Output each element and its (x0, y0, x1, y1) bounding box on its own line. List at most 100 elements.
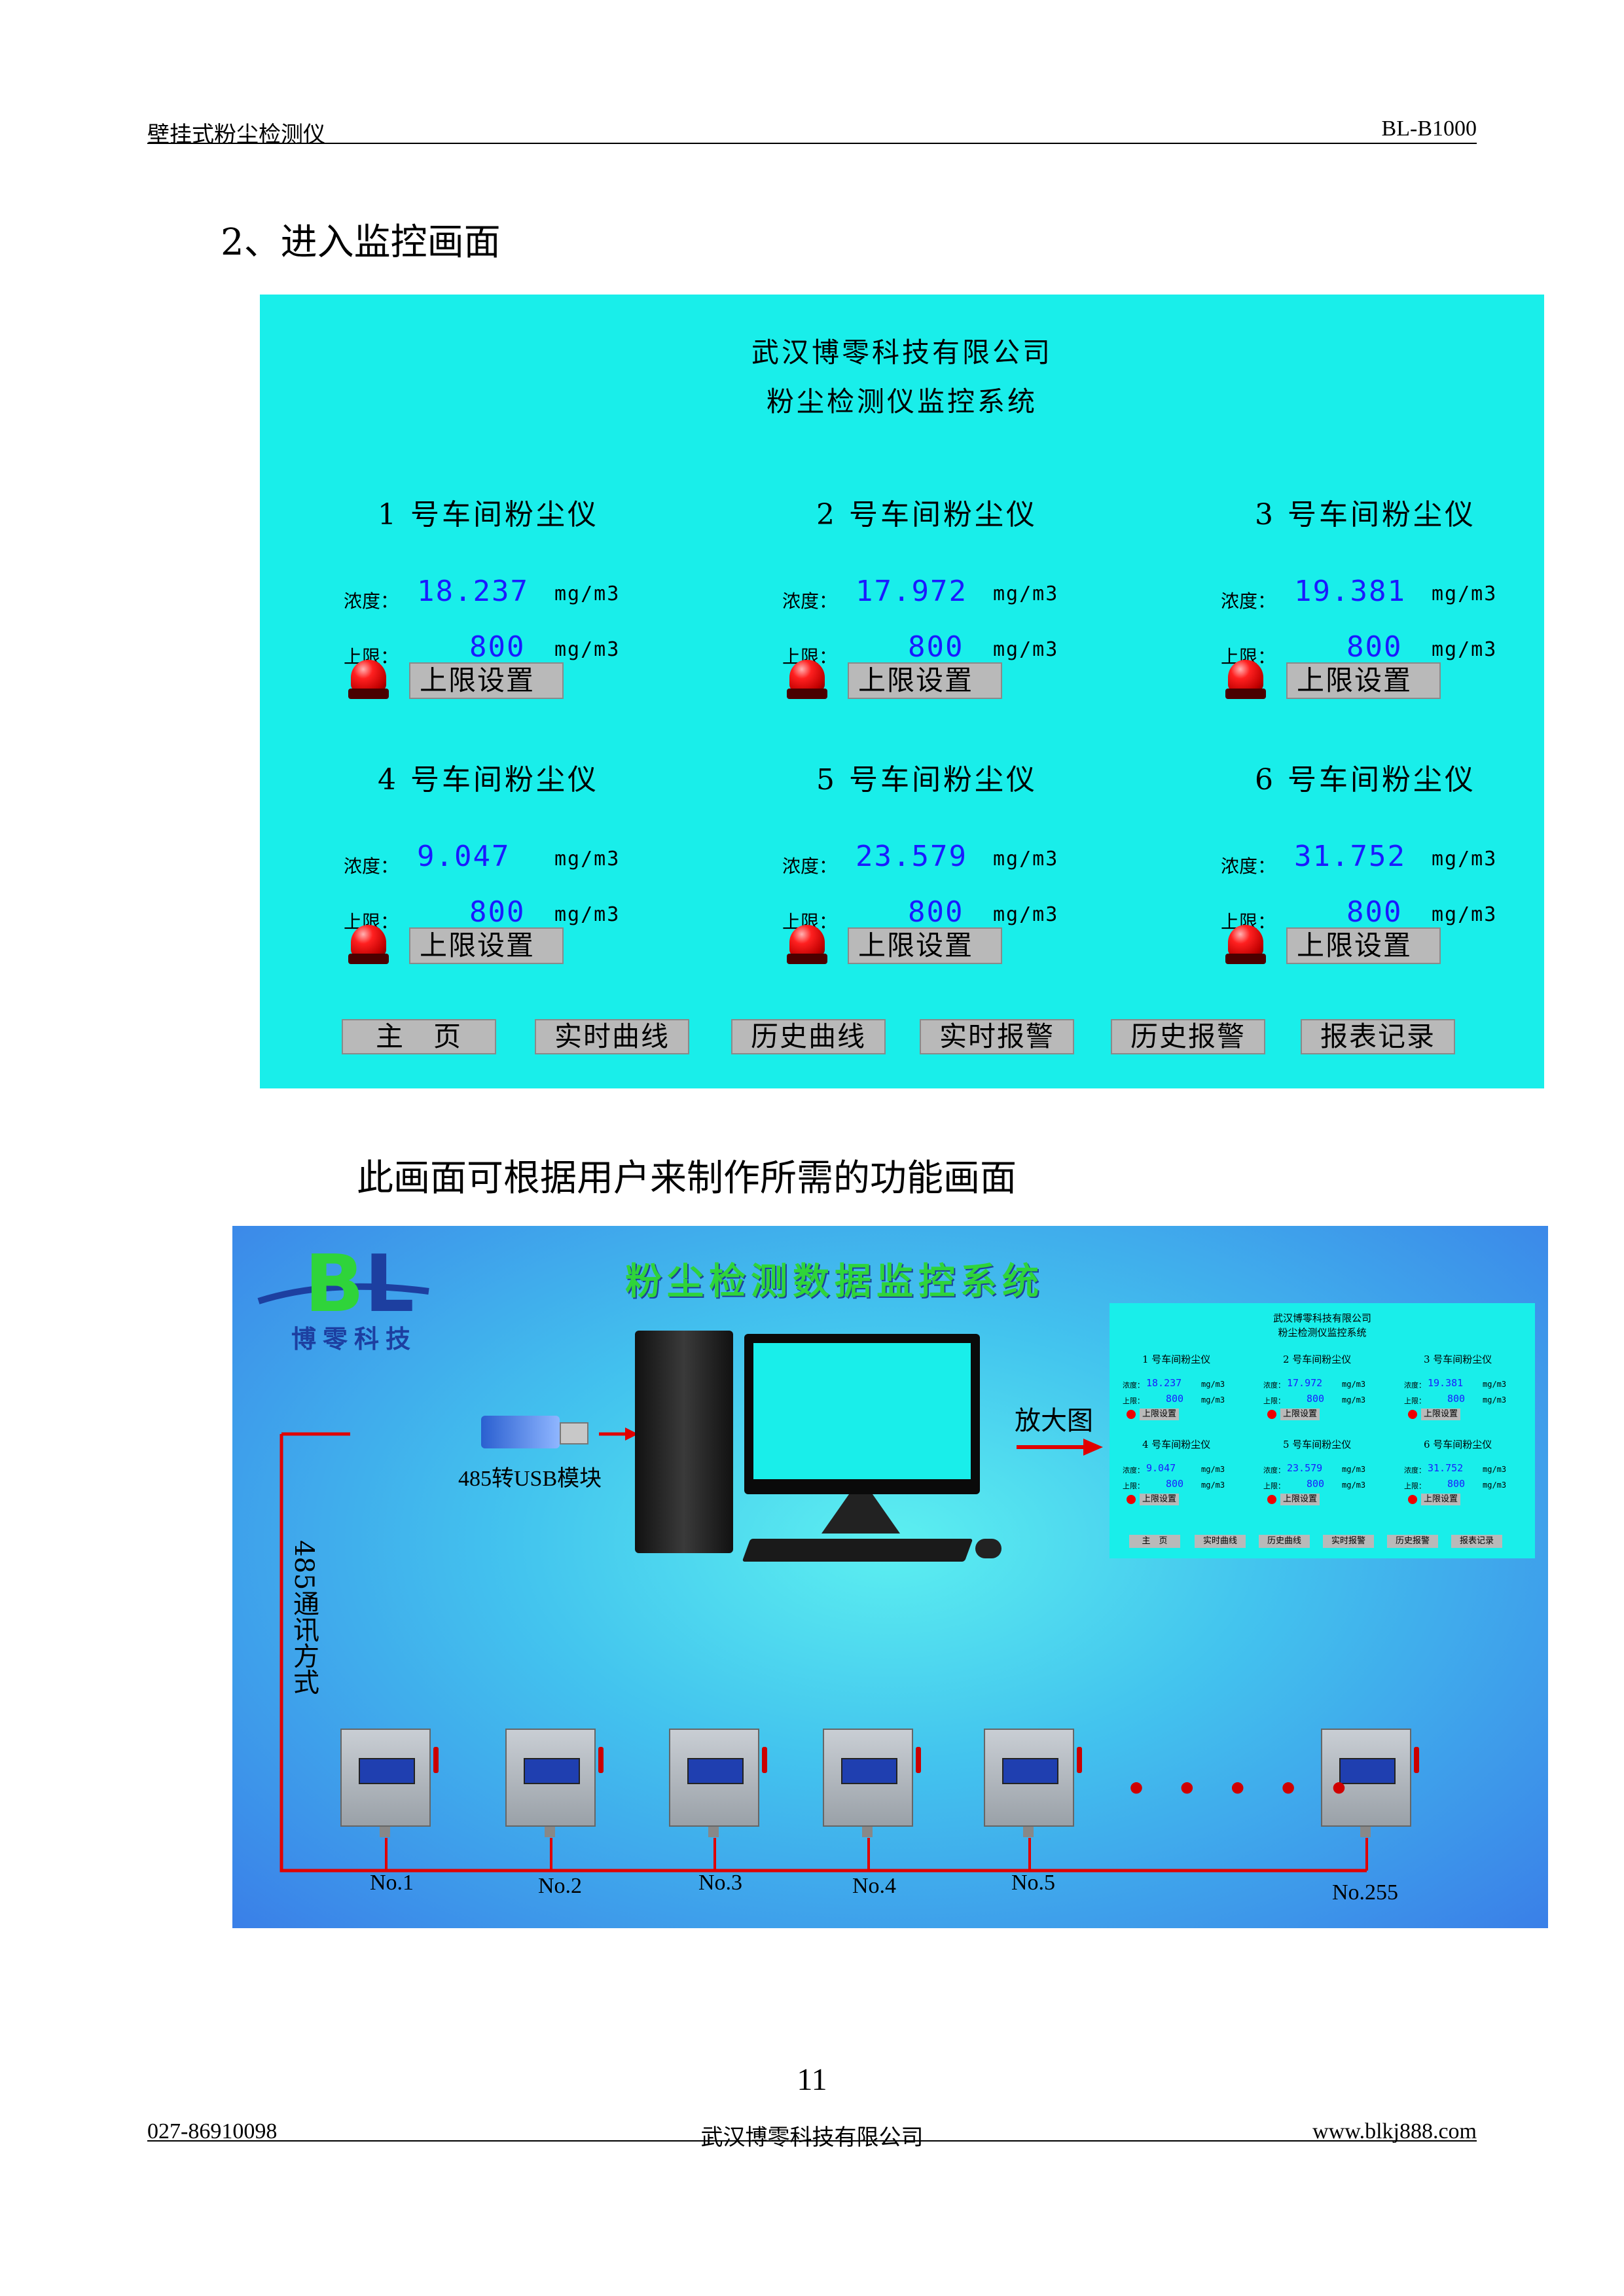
keyboard-image (742, 1539, 973, 1562)
mini-device-title: 2 号车间粉尘仪 (1283, 1354, 1352, 1365)
mini-limit-setting-button: 上限设置 (1421, 1494, 1461, 1505)
mini-concentration-label: 浓度： (1263, 1466, 1285, 1475)
concentration-label: 浓度： (1221, 590, 1276, 612)
mini-unit: mg/m3 (1483, 1380, 1507, 1389)
concentration-value: 18.237 (417, 575, 529, 608)
wiring-lines (280, 1427, 1368, 1873)
mini-device-title: 5 号车间粉尘仪 (1283, 1439, 1352, 1450)
nav-realtime-alarm-button[interactable]: 实时报警 (920, 1019, 1074, 1054)
dust-detector-3 (669, 1729, 767, 1837)
nav-history-alarm-button[interactable]: 历史报警 (1111, 1019, 1265, 1054)
limit-setting-button[interactable]: 上限设置 (848, 662, 1002, 699)
concentration-label: 浓度： (344, 590, 399, 612)
company-logo: BL 博零科技 (252, 1239, 448, 1354)
mini-alarm-lamp-icon (1267, 1495, 1276, 1504)
nav-home-button[interactable]: 主 页 (342, 1019, 496, 1054)
dust-detector-1 (340, 1729, 439, 1837)
mini-device-title: 4 号车间粉尘仪 (1142, 1439, 1211, 1450)
panel-company-name: 武汉博零科技有限公司 (751, 336, 1053, 368)
mini-unit: mg/m3 (1342, 1380, 1366, 1389)
device-title: 4 号车间粉尘仪 (378, 763, 599, 797)
monitor-image (744, 1334, 980, 1494)
limit-unit: mg/m3 (993, 638, 1059, 661)
concentration-unit: mg/m3 (1432, 848, 1498, 870)
comm-method-label: 485通讯方式 (289, 1540, 319, 1695)
mini-limit-setting-button: 上限设置 (1140, 1494, 1180, 1505)
mini-concentration-label: 浓度： (1123, 1381, 1144, 1390)
dust-detector-2 (505, 1729, 604, 1837)
concentration-unit: mg/m3 (554, 583, 621, 605)
mini-limit-label: 上限： (1263, 1397, 1285, 1405)
mini-limit-label: 上限： (1123, 1397, 1144, 1405)
mini-unit: mg/m3 (1201, 1480, 1225, 1490)
mini-alarm-lamp-icon (1267, 1410, 1276, 1419)
mini-concentration-value: 18.237 (1146, 1377, 1182, 1389)
limit-setting-button[interactable]: 上限设置 (1286, 662, 1441, 699)
mini-limit-value: 800 (1447, 1478, 1466, 1490)
concentration-value: 17.972 (856, 575, 967, 608)
header-model: BL-B1000 (1381, 117, 1477, 141)
mini-unit: mg/m3 (1483, 1465, 1507, 1474)
alarm-lamp-icon (787, 660, 827, 700)
concentration-unit: mg/m3 (993, 583, 1059, 605)
alarm-lamp-icon (1225, 925, 1266, 965)
mini-system-name: 粉尘检测仪监控系统 (1278, 1327, 1367, 1338)
dust-detector-255 (1321, 1729, 1419, 1837)
limit-setting-button[interactable]: 上限设置 (1286, 927, 1441, 964)
mini-unit: mg/m3 (1342, 1395, 1366, 1405)
limit-unit: mg/m3 (554, 638, 621, 661)
limit-setting-button[interactable]: 上限设置 (848, 927, 1002, 964)
mini-unit: mg/m3 (1342, 1480, 1366, 1490)
network-diagram: BL 博零科技 粉尘检测数据监控系统 485转USB模块 放大图 武汉博零科技有… (232, 1226, 1548, 1928)
nav-realtime-curve-button[interactable]: 实时曲线 (535, 1019, 689, 1054)
device-title: 1 号车间粉尘仪 (378, 498, 599, 531)
device-title: 2 号车间粉尘仪 (816, 498, 1038, 531)
mini-nav-realtime-alarm: 实时报警 (1323, 1535, 1374, 1548)
concentration-value: 31.752 (1294, 840, 1406, 873)
limit-setting-button[interactable]: 上限设置 (409, 662, 564, 699)
mini-limit-setting-button: 上限设置 (1280, 1494, 1320, 1505)
footer-website: www.blkj888.com (1312, 2119, 1477, 2144)
usb-module-image (481, 1416, 592, 1448)
mini-concentration-value: 17.972 (1287, 1377, 1323, 1389)
concentration-label: 浓度： (782, 855, 838, 877)
limit-unit: mg/m3 (993, 903, 1059, 926)
footer-company: 武汉博零科技有限公司 (700, 2125, 924, 2151)
alarm-lamp-icon (787, 925, 827, 965)
mini-unit: mg/m3 (1201, 1380, 1225, 1389)
node-label-2: No.2 (538, 1874, 583, 1898)
mini-nav-history-curve: 历史曲线 (1259, 1535, 1310, 1548)
alarm-lamp-icon (348, 660, 389, 700)
mini-limit-value: 800 (1166, 1393, 1184, 1405)
limit-unit: mg/m3 (554, 903, 621, 926)
mini-limit-label: 上限： (1404, 1397, 1426, 1405)
mini-concentration-label: 浓度： (1123, 1466, 1144, 1475)
nav-report-button[interactable]: 报表记录 (1301, 1019, 1455, 1054)
mini-concentration-label: 浓度： (1263, 1381, 1285, 1390)
mini-unit: mg/m3 (1201, 1465, 1225, 1474)
limit-value: 800 (908, 630, 964, 664)
caption: 此画面可根据用户来制作所需的功能画面 (357, 1157, 1017, 1200)
mini-device-title: 1 号车间粉尘仪 (1142, 1354, 1211, 1365)
mini-limit-value: 800 (1447, 1393, 1466, 1405)
page-number: 11 (797, 2062, 827, 2097)
mini-device-title: 6 号车间粉尘仪 (1424, 1439, 1492, 1450)
mini-limit-value: 800 (1307, 1393, 1325, 1405)
node-label-4: No.4 (852, 1874, 897, 1898)
nav-history-curve-button[interactable]: 历史曲线 (731, 1019, 886, 1054)
mini-company-name: 武汉博零科技有限公司 (1272, 1312, 1371, 1324)
concentration-unit: mg/m3 (1432, 583, 1498, 605)
concentration-unit: mg/m3 (993, 848, 1059, 870)
device-title: 6 号车间粉尘仪 (1255, 763, 1476, 797)
limit-setting-button[interactable]: 上限设置 (409, 927, 564, 964)
